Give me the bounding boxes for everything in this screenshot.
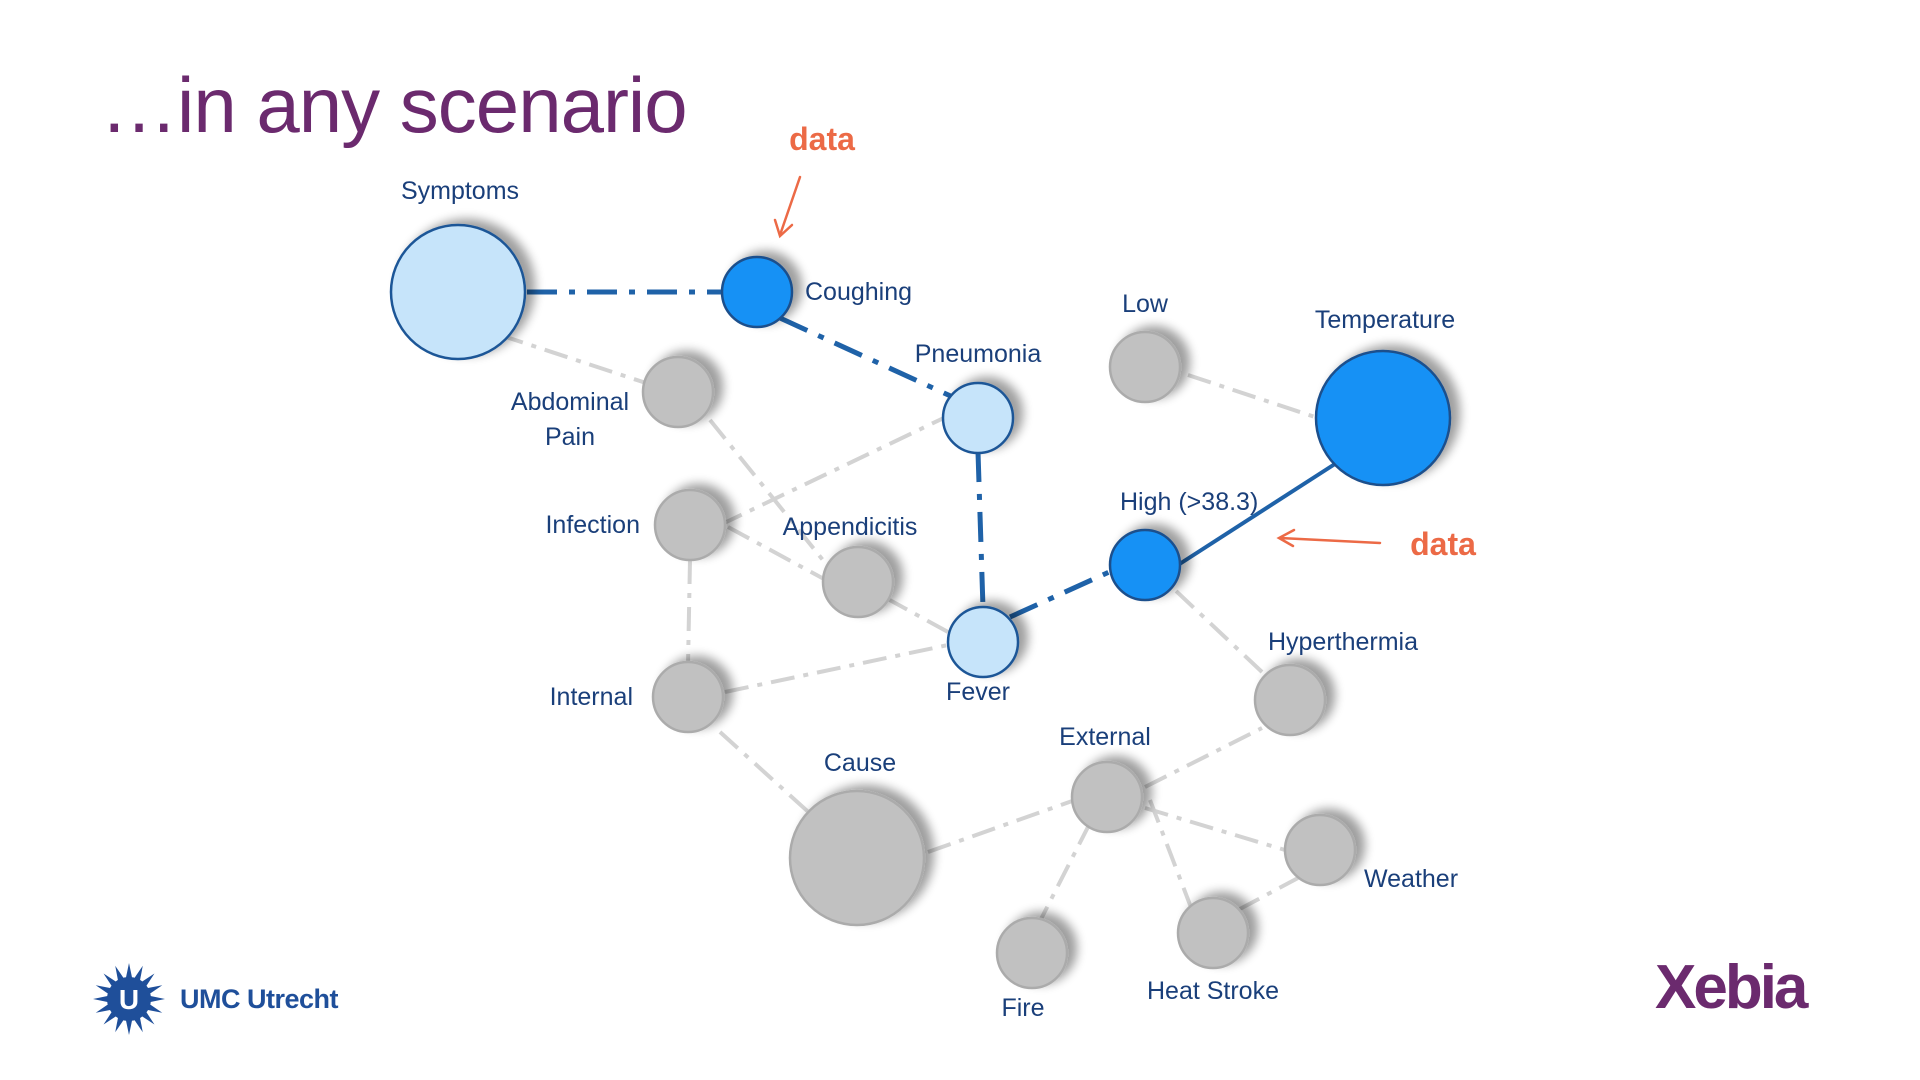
node-high[interactable] — [1108, 528, 1182, 602]
node-temperature[interactable] — [1314, 349, 1452, 487]
edge-fever-high — [1008, 565, 1120, 620]
label-fever: Fever — [946, 678, 1010, 706]
label-heat-stroke: Heat Stroke — [1147, 977, 1279, 1005]
node-coughing[interactable] — [720, 255, 794, 329]
active-edges — [527, 289, 1340, 620]
edge-external-fire — [1036, 822, 1092, 926]
node-internal[interactable] — [651, 660, 725, 734]
edge-infection-pneumonia — [719, 413, 951, 527]
node-infection[interactable] — [653, 488, 727, 562]
umc-logo-text: UMC Utrecht — [180, 983, 339, 1014]
edge-heat-stroke-weather — [1237, 876, 1299, 912]
node-hyperthermia[interactable] — [1253, 663, 1327, 737]
node-symptoms[interactable] — [389, 223, 527, 361]
node-labels: Symptoms Coughing Pneumonia Abdominal Pa… — [401, 177, 1458, 1022]
label-high: High (>38.3) — [1120, 488, 1258, 516]
umc-mark-letter: U — [119, 984, 139, 1015]
node-weather[interactable] — [1283, 813, 1357, 887]
arrow-icon — [1276, 528, 1382, 548]
node-fever[interactable] — [946, 605, 1020, 679]
edge-external-weather — [1144, 806, 1286, 852]
edge-cause-external — [927, 798, 1076, 854]
label-hyperthermia: Hyperthermia — [1268, 628, 1418, 656]
edge-infection-internal — [686, 559, 692, 666]
label-fire: Fire — [1001, 994, 1044, 1022]
edge-infection-appendicitis — [727, 525, 836, 587]
label-appendicitis: Appendicitis — [783, 513, 918, 541]
label-low: Low — [1122, 290, 1169, 318]
label-abdominal-pain-line1: Abdominal — [511, 388, 629, 416]
label-internal: Internal — [550, 683, 633, 711]
label-cause: Cause — [824, 749, 896, 777]
node-fire[interactable] — [995, 916, 1069, 990]
xebia-logo: Xebia — [1655, 953, 1808, 1022]
label-pneumonia: Pneumonia — [915, 340, 1042, 368]
inactive-edges — [499, 333, 1319, 926]
edge-internal-cause — [718, 730, 817, 820]
edge-abdominal-pain-appendicitis — [708, 418, 837, 577]
node-pneumonia[interactable] — [941, 381, 1015, 455]
node-heat-stroke[interactable] — [1176, 896, 1250, 970]
label-abdominal-pain-line2: Pain — [545, 423, 595, 451]
slide-title: …in any scenario — [100, 61, 688, 149]
data-annotation-coughing: data — [789, 121, 855, 157]
label-external: External — [1059, 723, 1151, 751]
edge-appendicitis-fever — [885, 596, 949, 634]
edge-low-temperature — [1187, 373, 1319, 420]
node-cause[interactable] — [788, 789, 926, 927]
umc-sunburst-icon: U — [93, 963, 165, 1035]
edge-external-hyperthermia — [1144, 726, 1263, 789]
edge-internal-fever — [724, 643, 949, 694]
label-infection: Infection — [545, 511, 640, 539]
edge-external-heat-stroke — [1148, 799, 1194, 911]
annotations: data data — [773, 121, 1476, 562]
node-external[interactable] — [1070, 760, 1144, 834]
label-symptoms: Symptoms — [401, 177, 519, 205]
edge-high-temperature — [1176, 460, 1340, 567]
label-coughing: Coughing — [805, 278, 912, 306]
nodes — [389, 223, 1452, 990]
label-temperature: Temperature — [1315, 306, 1455, 334]
node-abdominal-pain[interactable] — [641, 355, 715, 429]
data-annotation-temperature: data — [1410, 526, 1476, 562]
arrow-icon — [773, 175, 802, 239]
node-appendicitis[interactable] — [821, 545, 895, 619]
edge-pneumonia-fever — [975, 451, 986, 609]
label-weather: Weather — [1364, 865, 1458, 893]
node-low[interactable] — [1108, 330, 1182, 404]
edge-symptoms-abdominal-pain — [499, 333, 653, 387]
edge-hyperthermia-high — [1173, 588, 1264, 674]
umc-utrecht-logo: U UMC Utrecht — [92, 962, 339, 1036]
